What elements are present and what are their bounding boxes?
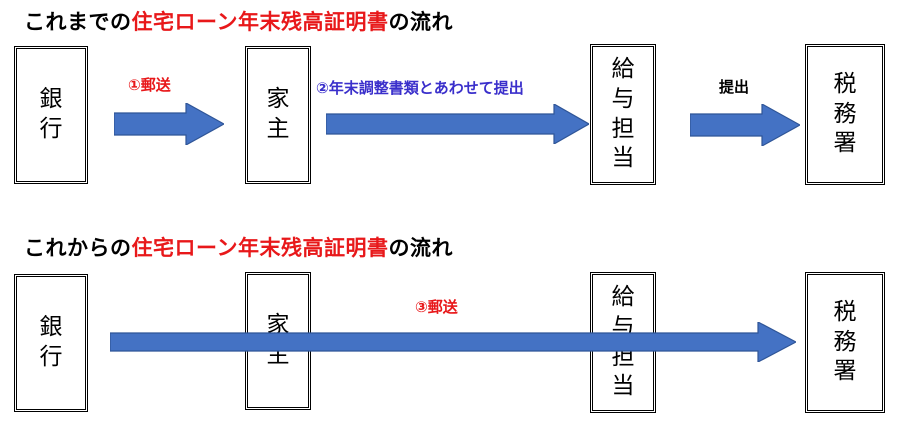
row2-box-bank-label: 銀 行	[39, 314, 63, 370]
row2-title: これからの住宅ローン年末残高証明書の流れ	[24, 238, 453, 259]
row1-box-landlord-label: 家 主	[266, 86, 290, 142]
row1-box-payroll-label: 給 与 担 当	[611, 55, 635, 172]
row2-box-taxoffice[interactable]: 税 務 署	[805, 272, 885, 413]
row2-title-lead: これからの	[24, 236, 132, 260]
row1-box-taxoffice-label: 税 務 署	[833, 70, 857, 157]
row2-arrow4-label: ③郵送	[415, 298, 458, 316]
row1-box-taxoffice[interactable]: 税 務 署	[805, 44, 885, 185]
row1-title: これまでの住宅ローン年末残高証明書の流れ	[24, 12, 453, 33]
row1-arrow-landlord-to-payroll	[326, 104, 589, 144]
row1-arrow1-label: ①郵送	[128, 76, 171, 94]
row2-box-taxoffice-label: 税 務 署	[833, 298, 857, 385]
row1-box-bank-label: 銀 行	[39, 86, 63, 142]
row1-arrow3-label: 提出	[719, 78, 750, 96]
row1-arrow-bank-to-landlord	[114, 103, 224, 145]
row1-title-highlight: 住宅ローン年末残高証明書	[131, 10, 389, 34]
row2-box-bank[interactable]: 銀 行	[14, 274, 88, 412]
row1-box-bank[interactable]: 銀 行	[14, 46, 88, 184]
row1-box-landlord[interactable]: 家 主	[245, 46, 311, 184]
row2-title-trail: の流れ	[388, 236, 453, 260]
row1-arrow2-label: ②年末調整書類とあわせて提出	[316, 79, 524, 97]
row1-box-payroll[interactable]: 給 与 担 当	[590, 44, 656, 185]
row2-title-highlight: 住宅ローン年末残高証明書	[131, 236, 389, 260]
row2-arrow-bank-to-taxoffice	[110, 322, 796, 362]
row1-title-trail: の流れ	[388, 10, 453, 34]
row1-title-lead: これまでの	[24, 10, 132, 34]
row1-arrow-payroll-to-taxoffice	[690, 104, 800, 146]
